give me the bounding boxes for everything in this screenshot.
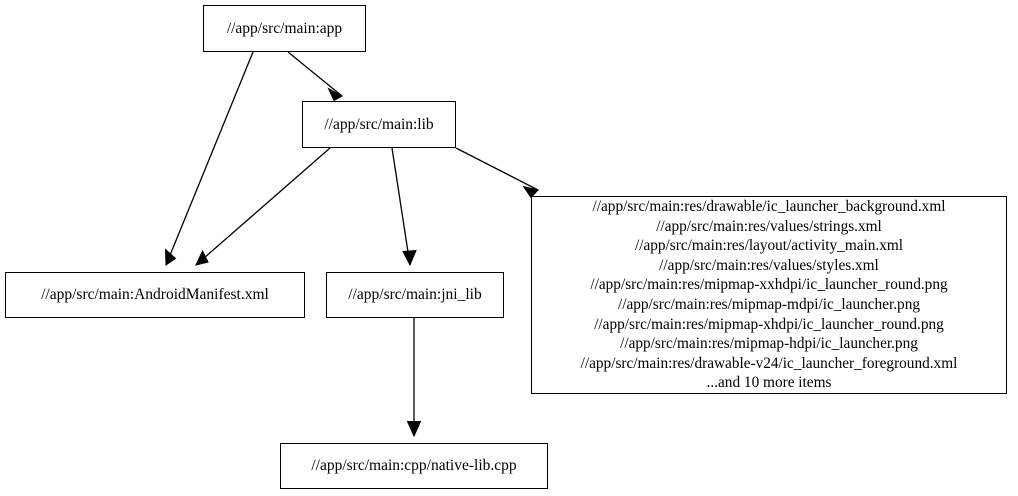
node-native-lib-cpp-label: //app/src/main:cpp/native-lib.cpp	[311, 457, 517, 475]
node-android-manifest[interactable]: //app/src/main:AndroidManifest.xml	[5, 272, 305, 318]
edge-app-to-manifest	[165, 51, 254, 266]
resource-line: //app/src/main:res/values/strings.xml	[656, 217, 882, 235]
edge-lib-to-manifest	[195, 147, 331, 266]
edge-app-to-lib	[287, 51, 343, 97]
resource-line: //app/src/main:res/layout/activity_main.…	[634, 237, 904, 255]
resource-line: //app/src/main:res/mipmap-xxhdpi/ic_laun…	[590, 276, 948, 294]
resource-line: ...and 10 more items	[706, 374, 832, 392]
resource-line: //app/src/main:res/mipmap-mdpi/ic_launch…	[617, 296, 921, 313]
node-jni-lib-label: //app/src/main:jni_lib	[348, 286, 482, 304]
node-lib-label: //app/src/main:lib	[324, 115, 434, 133]
node-resources-list[interactable]: //app/src/main:res/drawable/ic_launcher_…	[531, 196, 1007, 394]
node-resources-list-lines: //app/src/main:res/drawable/ic_launcher_…	[581, 197, 958, 393]
resource-line: //app/src/main:res/drawable/ic_launcher_…	[592, 198, 946, 216]
node-app[interactable]: //app/src/main:app	[203, 5, 366, 52]
node-jni-lib[interactable]: //app/src/main:jni_lib	[326, 272, 504, 318]
node-android-manifest-label: //app/src/main:AndroidManifest.xml	[41, 286, 269, 304]
edge-lib-to-jni_lib	[391, 147, 411, 266]
node-native-lib-cpp[interactable]: //app/src/main:cpp/native-lib.cpp	[280, 443, 548, 489]
arrowhead-app-to-manifest	[164, 248, 177, 266]
arrowhead-lib-to-manifest	[195, 249, 209, 266]
resource-line: //app/src/main:res/mipmap-hdpi/ic_launch…	[620, 335, 918, 353]
arrowhead-app-to-lib	[327, 87, 344, 102]
node-lib[interactable]: //app/src/main:lib	[302, 101, 456, 148]
node-app-label: //app/src/main:app	[226, 19, 343, 37]
resource-line: //app/src/main:res/drawable-v24/ic_launc…	[580, 354, 958, 372]
resource-line: //app/src/main:res/values/styles.xml	[659, 256, 879, 274]
edge-lib-to-resources	[455, 147, 539, 191]
arrowhead-lib-to-jni_lib	[402, 249, 417, 267]
resource-line: //app/src/main:res/mipmap-xhdpi/ic_launc…	[594, 315, 944, 333]
arrowhead-jni_lib-to-native_lib	[406, 421, 422, 438]
